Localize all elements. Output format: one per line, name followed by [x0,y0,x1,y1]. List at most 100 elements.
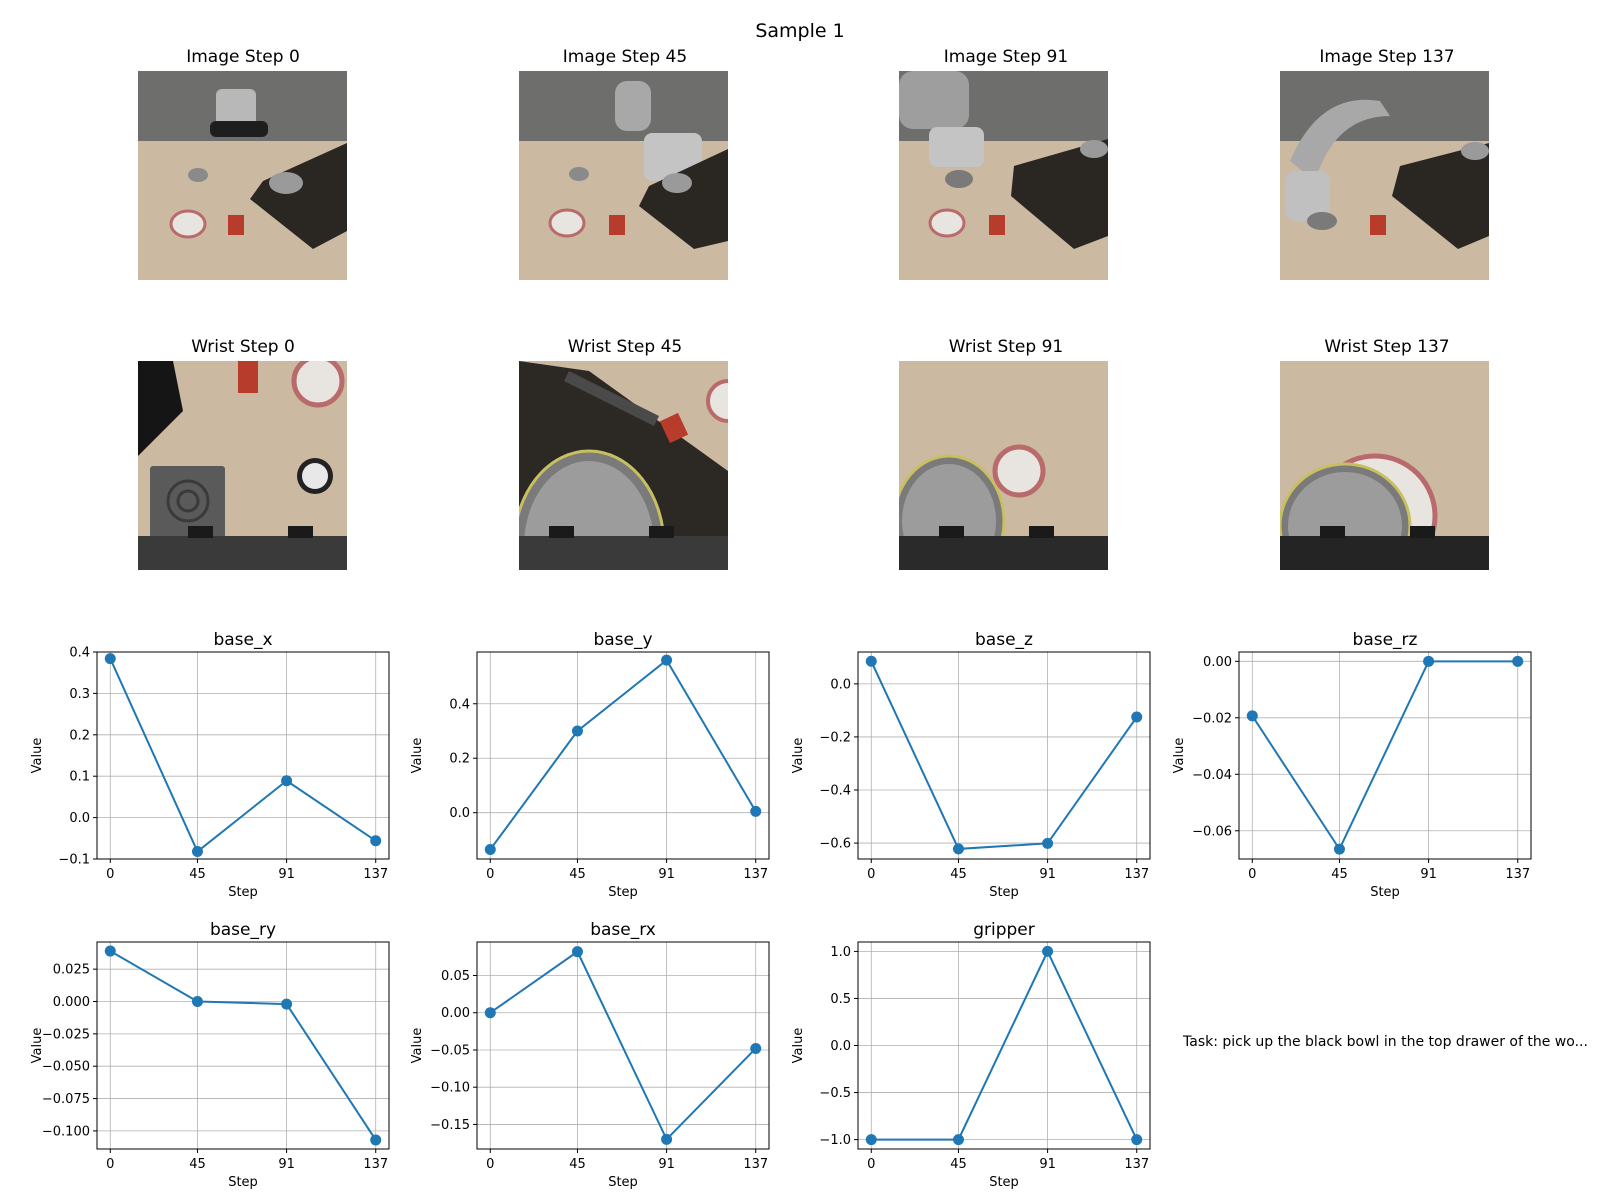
y-tick-label: −0.025 [42,1027,90,1042]
y-tick-label: −0.05 [430,1043,470,1058]
y-tick-label: 0.2 [69,728,90,743]
x-tick-label: 45 [1331,867,1348,882]
x-tick-label: 0 [486,1157,494,1172]
x-tick-label: 137 [1505,867,1530,882]
axes-frame [476,941,770,1150]
series-line [109,658,377,854]
x-tick-label: 137 [743,1157,768,1172]
x-axis-label: Step [989,1175,1019,1190]
x-tick-label: 45 [950,867,967,882]
y-tick-label: 0.0 [69,811,90,826]
x-tick-label: 91 [278,867,295,882]
axes-frame [96,651,390,860]
chart-title: base_x [213,630,272,650]
series-line [870,660,1138,850]
data-point [484,1007,496,1019]
wrist-step-45-title: Wrist Step 45 [567,337,683,357]
y-tick-label: −0.15 [430,1118,470,1133]
wrist-step-0-title: Wrist Step 0 [191,337,295,357]
x-tick-label: 0 [486,867,494,882]
y-axis-label: Value [30,1028,45,1064]
wrist-step-91-title: Wrist Step 91 [948,337,1064,357]
y-tick-label: −0.5 [819,1086,851,1101]
x-tick-label: 45 [569,1157,586,1172]
y-tick-label: 1.0 [830,945,851,960]
y-tick-label: −0.10 [430,1081,470,1096]
wrist-step-91-photo [899,361,1108,570]
data-point [952,843,964,855]
series-line [489,658,757,851]
image-step-137-title: Image Step 137 [1319,47,1455,67]
chart-title: base_rz [1353,630,1418,650]
image-step-0-photo [138,71,347,280]
data-point [104,945,116,957]
y-axis-label: Value [791,1028,806,1064]
y-tick-label: 0.000 [53,995,90,1010]
y-tick-label: 0.025 [53,963,90,978]
y-tick-label: 0.4 [69,646,90,661]
data-point [281,998,293,1010]
y-tick-label: −0.6 [819,837,851,852]
data-point [191,846,203,858]
y-tick-label: 0.3 [69,687,90,702]
task-description: Task: pick up the black bowl in the top … [1183,1034,1588,1050]
x-tick-label: 45 [569,867,586,882]
y-tick-label: −0.100 [42,1124,90,1139]
chart-title: base_ry [210,920,276,940]
data-point [865,1134,877,1146]
wrist-step-137-photo [1280,361,1489,570]
data-point [370,1134,382,1146]
figure-title: Sample 1 [755,20,845,42]
y-axis-label: Value [410,738,425,774]
data-point [1131,711,1143,723]
x-tick-label: 0 [106,1157,114,1172]
x-tick-label: 45 [189,867,206,882]
x-axis-label: Step [608,1175,638,1190]
y-tick-label: −0.075 [42,1092,90,1107]
x-axis-label: Step [228,885,258,900]
wrist-step-45-photo [519,361,728,570]
y-tick-label: −0.06 [1192,824,1232,839]
data-point [1042,945,1054,957]
x-tick-label: 91 [278,1157,295,1172]
axes-frame [857,651,1151,860]
y-tick-label: −0.050 [42,1060,90,1075]
y-tick-label: 0.1 [69,770,90,785]
data-point [571,946,583,958]
data-point [104,653,116,665]
data-point [661,1133,673,1145]
x-axis-label: Step [228,1175,258,1190]
y-tick-label: 0.5 [830,992,851,1007]
data-point [1246,710,1258,722]
y-tick-label: 0.00 [441,1006,470,1021]
series-line [871,949,1138,1141]
y-tick-label: 0.0 [830,1039,851,1054]
x-axis-label: Step [1370,885,1400,900]
y-tick-label: −0.02 [1192,711,1232,726]
series-line [109,950,377,1141]
y-axis-label: Value [791,738,806,774]
x-axis-label: Step [989,885,1019,900]
data-point [1131,1134,1143,1146]
chart-title: base_rx [590,920,656,940]
y-tick-label: −0.2 [819,730,851,745]
x-tick-label: 91 [1039,867,1056,882]
x-tick-label: 137 [1124,867,1149,882]
y-tick-label: 0.4 [449,697,470,712]
data-point [1512,655,1524,667]
data-point [571,725,583,737]
wrist-step-0-photo [138,361,347,570]
y-tick-label: 0.2 [449,752,470,767]
x-tick-label: 91 [658,867,675,882]
x-tick-label: 137 [743,867,768,882]
chart-title: base_y [593,630,652,650]
x-tick-label: 45 [189,1157,206,1172]
data-point [750,1042,762,1054]
series-line [489,950,757,1142]
image-step-45-photo [519,71,728,280]
image-step-91-photo [899,71,1108,280]
